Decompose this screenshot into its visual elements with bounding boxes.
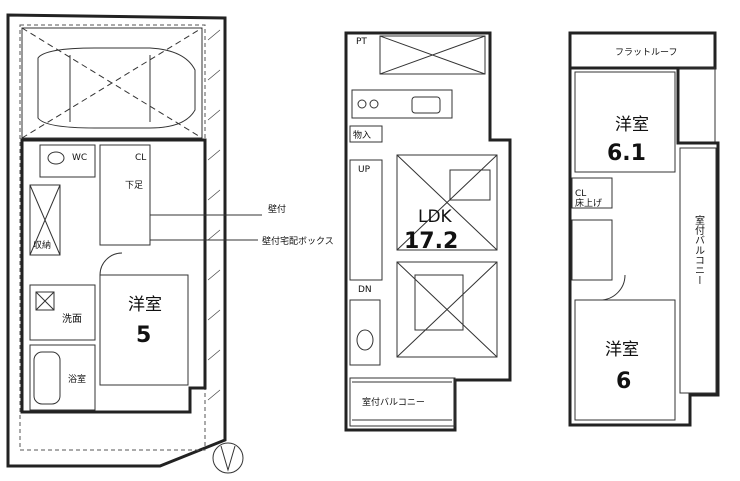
north-arrow-pointer: [220, 445, 236, 472]
upper-balcony-cross: [379, 35, 486, 75]
floor-2-outline: [344, 31, 512, 432]
roof-brick-side: [677, 67, 716, 144]
bathtub-icon: [33, 351, 61, 405]
washroom-label: 洗面: [62, 313, 82, 325]
callouts: 壁付 壁付宅配ボックス: [150, 203, 334, 247]
boundary-hatching: [207, 29, 221, 401]
distribution-box-callout: 壁付宅配ボックス: [262, 235, 334, 247]
floor-3-bedroom-b-size: 6: [616, 369, 631, 394]
ldk-lower-void: [396, 261, 498, 358]
floor-1-bedroom-label: 洋室: [128, 295, 162, 315]
washing-machine-cross: [35, 291, 55, 311]
upper-balcony: [379, 35, 486, 75]
floor-3-side-balcony: [679, 147, 717, 394]
floor-2-stairs: [349, 159, 383, 281]
balcony-rail: [352, 381, 452, 421]
floor-3-bedroom-b: [574, 299, 676, 421]
floor-3-bedroom-a: [574, 71, 676, 173]
floor-2-plan: PT 物入 UP DN LDK 17.2 室付バルコニー: [344, 31, 512, 432]
floor-1-plan: WC CL 下足 収納 洗面 浴室 洋室 5: [6, 13, 244, 474]
floor-1-bedroom-size: 5: [136, 323, 151, 348]
floor-1-bedroom: [99, 274, 189, 386]
storage-label: 収納: [33, 239, 51, 251]
storage-cross: [29, 184, 61, 256]
bedroom-b-door-swing: [599, 274, 626, 301]
bathroom: [29, 344, 96, 411]
bath-label: 浴室: [68, 373, 86, 385]
north-arrow-icon: [212, 442, 244, 474]
floor-3-plan: フラットルーフ 洋室 6.1 CL 床上げ 室付バルコニー 洋室 6: [568, 31, 720, 427]
sofa-area: [414, 274, 464, 331]
floor-2-balcony-label: 室付バルコニー: [362, 396, 425, 408]
toilet-icon: [47, 151, 65, 165]
ldk-lower-cross: [396, 261, 498, 358]
ldk-size: 17.2: [404, 229, 458, 254]
floor-1-setback-line: [19, 24, 206, 451]
wall-mount-callout: 壁付: [268, 203, 286, 215]
ldk-upper-void: [396, 154, 498, 251]
stairs-up-label: UP: [358, 165, 371, 175]
shoes-label: 下足: [125, 180, 143, 191]
closet-label-floor1: CL: [135, 153, 146, 163]
kitchen-counter: [351, 89, 453, 119]
floor-1-lot-outline: [6, 13, 227, 468]
dining-table: [449, 169, 491, 201]
washroom: [29, 284, 96, 341]
car-windows: [69, 55, 151, 122]
floor-2-wc: [349, 299, 381, 366]
stairs-down-label: DN: [358, 285, 372, 295]
wc-label: WC: [72, 153, 87, 163]
wc-room: [39, 144, 96, 178]
stove-burner-icon: [357, 99, 367, 109]
parking-cross: [21, 27, 203, 139]
washing-machine-icon: [35, 291, 55, 311]
floor-3-bedroom-a-label: 洋室: [615, 115, 649, 135]
pt-label: PT: [356, 37, 367, 47]
floor-3-bedroom-a-size: 6.1: [607, 141, 646, 166]
floor-3-closet-label: CL: [575, 189, 586, 199]
ldk-void-cross: [396, 154, 498, 251]
sink-icon: [411, 96, 441, 114]
flat-roof-label: フラットルーフ: [615, 47, 677, 58]
ldk-label: LDK: [418, 207, 453, 227]
floor-1-building: [20, 138, 207, 414]
floor-3-closet: [571, 177, 613, 209]
floor-2-storage-label: 物入: [353, 129, 371, 141]
floor-2-toilet-icon: [356, 329, 374, 351]
bedroom-door-swing: [99, 252, 123, 276]
floor-3-balcony-label: 室付バルコニー: [693, 214, 705, 285]
loft-label: 床上げ: [575, 197, 602, 209]
car-outline: [37, 47, 196, 129]
parking-area: [21, 27, 203, 139]
floor-2-storage: [349, 125, 383, 143]
floor-1-stairs: [99, 144, 151, 246]
floor-3-outline: [568, 66, 720, 427]
stove-burner-icon: [369, 99, 379, 109]
storage-room: [29, 184, 61, 256]
floor-2-balcony: [349, 377, 456, 427]
floor-3-bedroom-b-label: 洋室: [605, 340, 639, 360]
floor-3-stairs: [571, 219, 613, 281]
